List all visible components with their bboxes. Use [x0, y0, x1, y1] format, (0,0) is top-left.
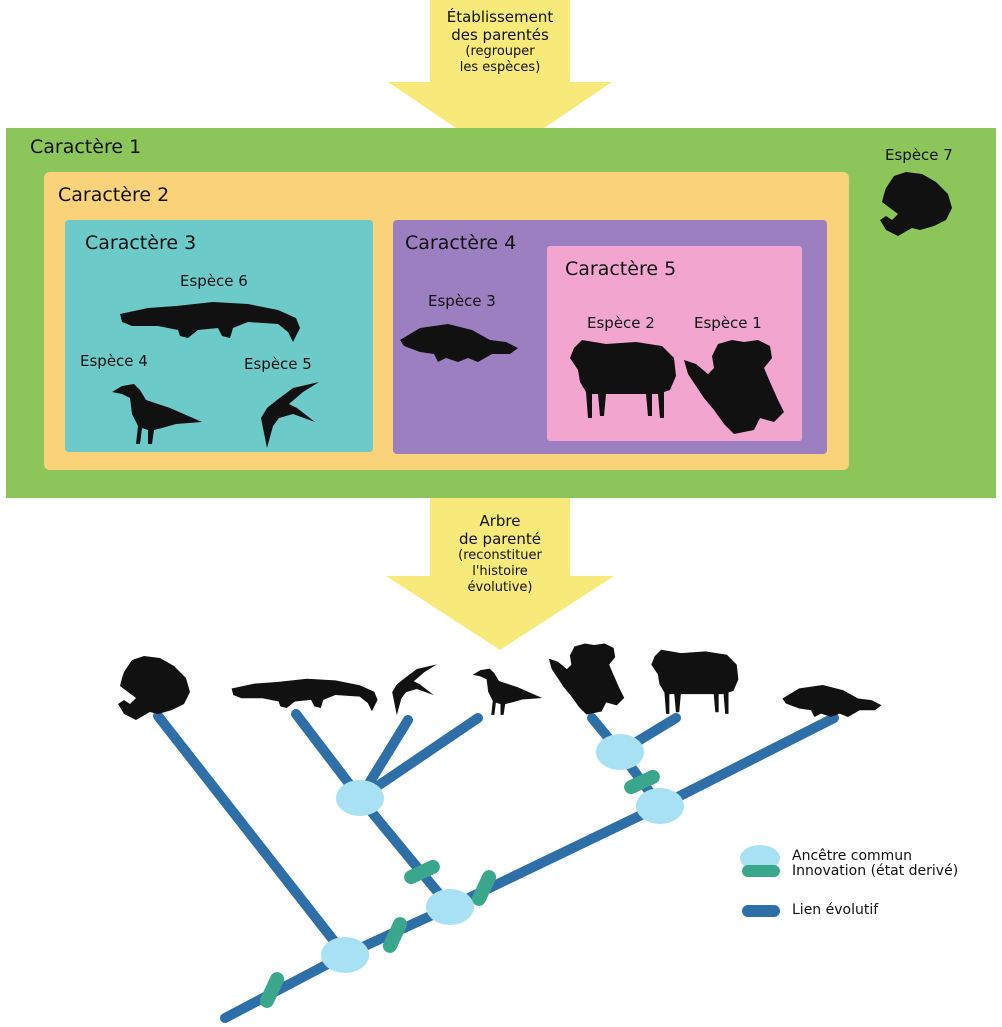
legend-innovation-label: Innovation (état derivé)	[792, 863, 958, 879]
branch-to-reptile-bird	[360, 798, 450, 907]
legend-link-label: Lien évolutif	[792, 902, 878, 918]
frog-icon	[114, 652, 194, 722]
crocodile-icon	[230, 670, 380, 720]
koala-icon	[548, 642, 628, 716]
crow-icon	[470, 664, 548, 718]
platypus-icon	[780, 680, 884, 722]
common-ancestor-node	[426, 889, 474, 925]
sheep-icon	[648, 646, 740, 716]
common-ancestor-node	[336, 780, 384, 816]
legend-ancestor-label: Ancêtre commun	[792, 848, 912, 864]
branch-platypus	[660, 718, 834, 806]
branch-frog	[158, 716, 345, 955]
common-ancestor-node	[636, 788, 684, 824]
legend-link-icon	[740, 903, 784, 919]
common-ancestor-node	[321, 937, 369, 973]
common-ancestor-node	[596, 734, 644, 770]
legend-innovation-icon	[740, 863, 784, 879]
swallow-icon	[386, 658, 440, 720]
